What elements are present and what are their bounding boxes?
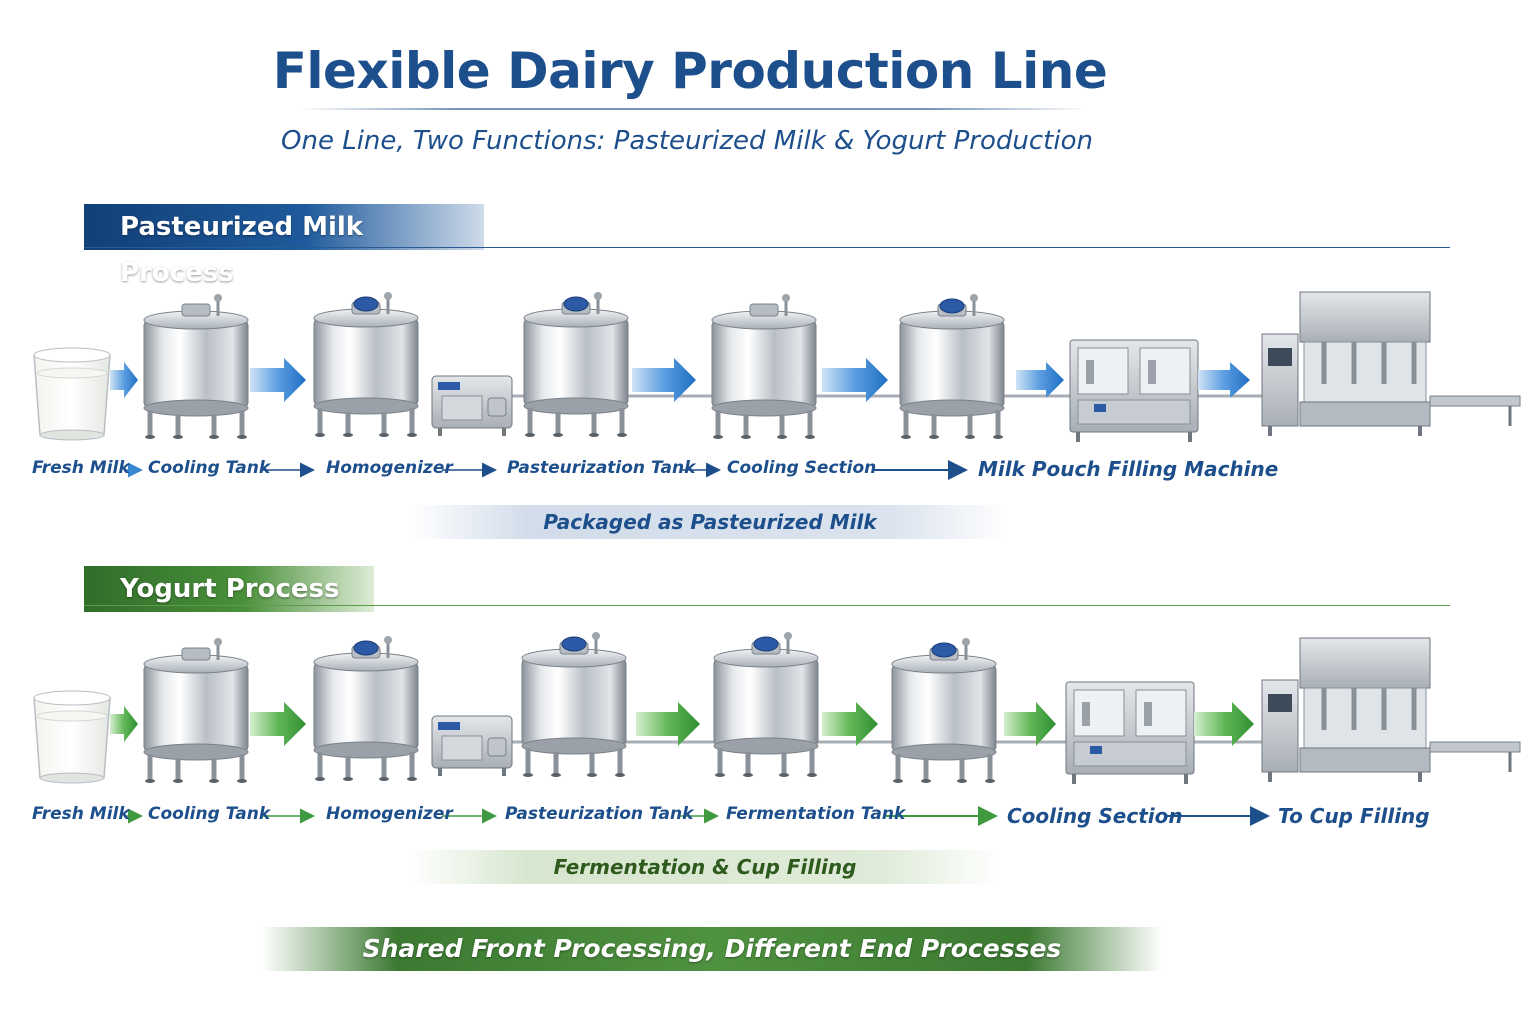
milk-process-note: Packaged as Pasteurized Milk [410,505,1010,539]
steel-tank-icon [522,632,626,777]
steel-tank-icon [900,294,1004,439]
milk-step-pasteurization-tank: Pasteurization Tank [507,458,695,478]
pouch-filling-machine-icon [1066,682,1194,784]
yogurt-step-fresh-milk: Fresh Milk [32,804,130,824]
yogurt-step-cooling-section: Cooling Section [1007,804,1183,828]
pouch-filling-machine-icon [1070,340,1198,442]
steel-tank-icon [144,638,248,783]
cup-filling-machine-icon [1262,638,1520,782]
milk-glass-icon [34,348,110,440]
steel-tank-icon [892,638,996,783]
homogenizer-pump-icon [432,376,512,436]
yogurt-step-cup-filling: To Cup Filling [1278,804,1430,828]
steel-tank-icon [314,292,418,437]
steel-tank-icon [314,636,418,781]
milk-step-cooling-section: Cooling Section [727,458,876,478]
milk-glass-icon [34,691,110,783]
footer-banner: Shared Front Processing, Different End P… [262,927,1162,971]
cup-filling-machine-icon [1262,292,1520,436]
yogurt-step-pasteurization-tank: Pasteurization Tank [505,804,693,824]
milk-step-homogenizer: Homogenizer [326,458,453,478]
steel-tank-icon [714,632,818,777]
yogurt-process-note: Fermentation & Cup Filling [410,850,1000,884]
steel-tank-icon [144,294,248,439]
milk-step-pouch-filling: Milk Pouch Filling Machine [978,457,1278,481]
steel-tank-icon [524,292,628,437]
yogurt-step-cooling-tank: Cooling Tank [148,804,270,824]
yogurt-step-homogenizer: Homogenizer [326,804,453,824]
milk-step-cooling-tank: Cooling Tank [148,458,270,478]
milk-step-fresh-milk: Fresh Milk [32,458,130,478]
steel-tank-icon [712,294,816,439]
yogurt-step-fermentation-tank: Fermentation Tank [726,804,905,824]
homogenizer-pump-icon [432,716,512,776]
